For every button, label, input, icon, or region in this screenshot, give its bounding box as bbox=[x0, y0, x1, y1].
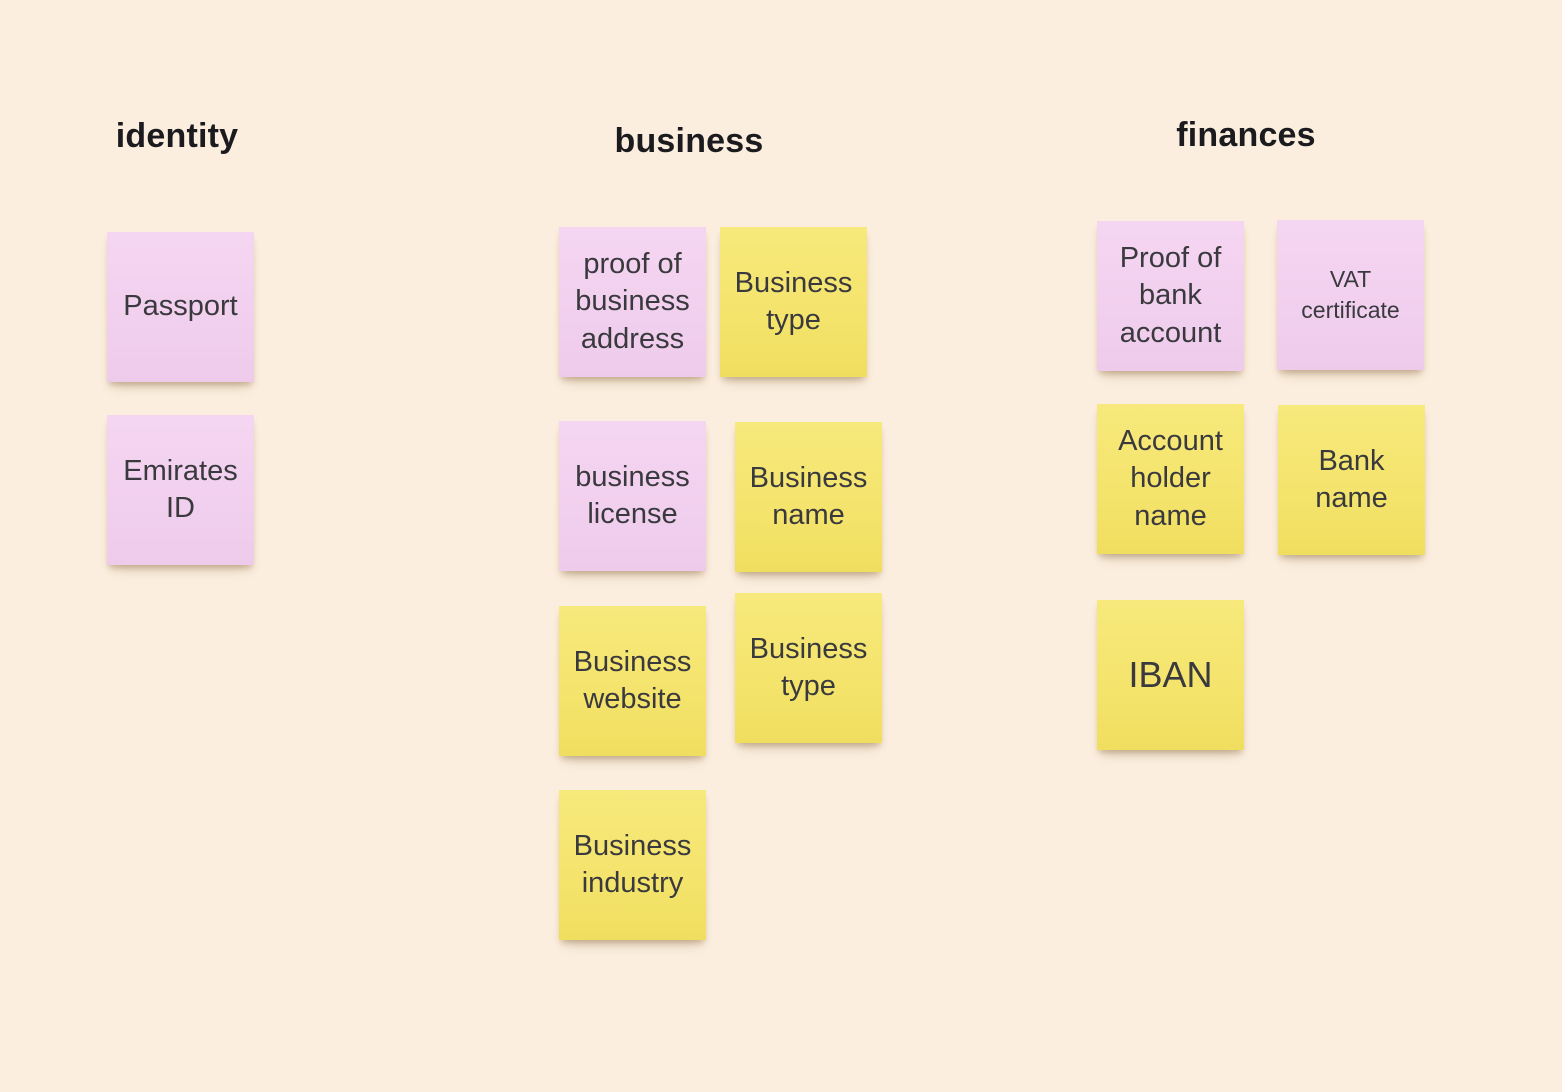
sticky-note-text: Passport bbox=[123, 290, 238, 323]
sticky-note-text: Account holder name bbox=[1118, 425, 1223, 532]
sticky-note-text: Business type bbox=[734, 266, 853, 336]
sticky-note-text: Proof of bank account bbox=[1119, 242, 1222, 349]
sticky-note-proof-of-business-address[interactable]: proof of business address bbox=[559, 227, 706, 377]
sticky-note-text: proof of business address bbox=[575, 248, 690, 355]
sticky-note-business-name[interactable]: Business name bbox=[735, 422, 882, 572]
sticky-note-bank-name[interactable]: Bank name bbox=[1278, 405, 1425, 555]
sticky-note-business-website[interactable]: Business website bbox=[559, 606, 706, 756]
sticky-note-business-type-2[interactable]: Business type bbox=[735, 593, 882, 743]
sticky-note-text: Emirates ID bbox=[123, 454, 238, 524]
sticky-note-account-holder-name[interactable]: Account holder name bbox=[1097, 404, 1244, 554]
sticky-note-passport[interactable]: Passport bbox=[107, 232, 254, 382]
sticky-note-proof-of-bank-account[interactable]: Proof of bank account bbox=[1097, 221, 1244, 371]
sticky-note-text: Business type bbox=[749, 632, 868, 702]
sticky-note-business-type-1[interactable]: Business type bbox=[720, 227, 867, 377]
sticky-note-business-license[interactable]: business license bbox=[559, 421, 706, 571]
sticky-note-text: Bank name bbox=[1315, 444, 1388, 514]
sticky-note-vat-certificate[interactable]: VAT certificate bbox=[1277, 220, 1424, 370]
sticky-note-text: business license bbox=[575, 460, 690, 530]
sticky-note-text: Business name bbox=[749, 461, 868, 531]
column-title-identity[interactable]: identity bbox=[115, 117, 239, 155]
column-title-finances[interactable]: finances bbox=[1176, 116, 1316, 154]
sticky-note-emirates-id[interactable]: Emirates ID bbox=[107, 415, 254, 565]
column-title-business[interactable]: business bbox=[614, 122, 764, 160]
sticky-note-text: IBAN bbox=[1128, 653, 1213, 695]
sticky-note-text: Business industry bbox=[573, 829, 692, 899]
sticky-note-text: Business website bbox=[573, 645, 692, 715]
sticky-note-business-industry[interactable]: Business industry bbox=[559, 790, 706, 940]
sticky-note-text: VAT certificate bbox=[1301, 265, 1400, 323]
sticky-note-iban[interactable]: IBAN bbox=[1097, 600, 1244, 750]
